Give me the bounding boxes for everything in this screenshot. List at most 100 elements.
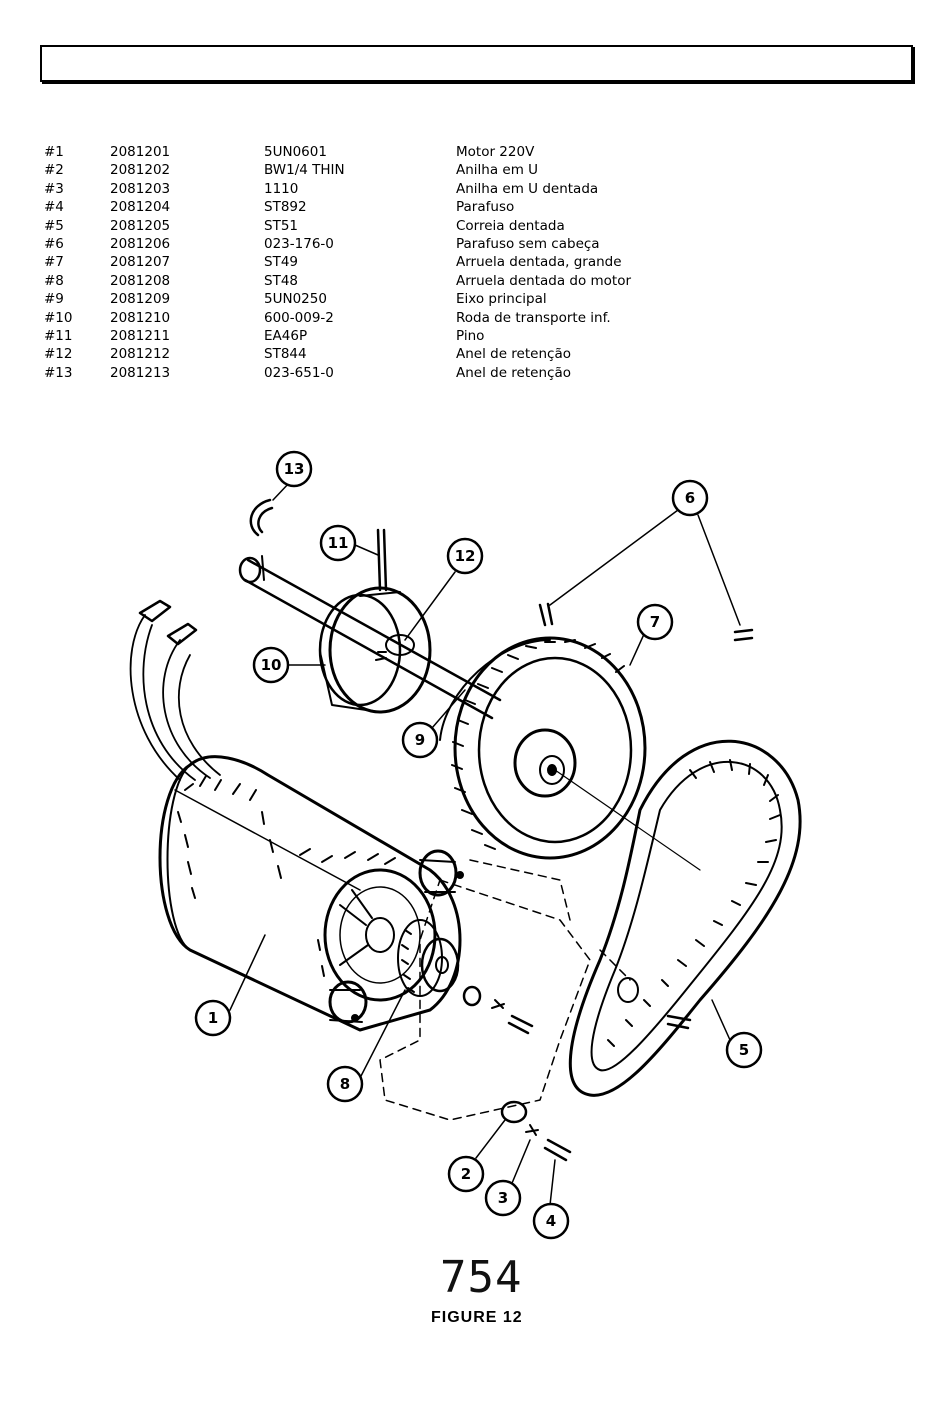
callout-10: 10 (252, 646, 290, 684)
part-number: #2 (44, 162, 64, 179)
callout-label: 5 (739, 1041, 749, 1059)
part-description: Correia dentada (456, 217, 565, 234)
part-code: 2081212 (110, 346, 171, 363)
part-code: 2081211 (110, 327, 171, 344)
parts-row: #12 2081212 ST844 Anel de retenção (44, 345, 664, 363)
parts-row: #7 2081207 ST49 Arruela dentada, grande (44, 253, 664, 271)
callout-circle (252, 646, 290, 684)
callout-13: 13 (275, 450, 313, 488)
callout-label: 3 (498, 1189, 508, 1207)
large-gear (439, 636, 647, 860)
motor-pulley (397, 919, 460, 997)
part-description: Anel de retenção (456, 346, 571, 363)
part-number: #5 (44, 217, 64, 234)
callout-9: 9 (401, 721, 439, 759)
part-number: #7 (44, 254, 64, 271)
part-number: #3 (44, 180, 64, 197)
header-box (40, 45, 913, 82)
callout-8: 8 (326, 1065, 364, 1103)
callout-6: 6 (671, 479, 709, 517)
motor-bracket (379, 859, 631, 1121)
part-reference: 1110 (264, 180, 299, 197)
callout-circle (447, 1155, 485, 1193)
transport-wheel (318, 586, 432, 714)
parts-row: #11 2081211 EA46P Pino (44, 327, 664, 345)
part-number: #9 (44, 291, 64, 308)
callout-label: 12 (455, 547, 476, 565)
callout-3: 3 (484, 1179, 522, 1217)
retaining-ring (249, 498, 274, 537)
callout-label: 11 (328, 534, 349, 552)
part-description: Arruela dentada, grande (456, 254, 622, 271)
part-description: Arruela dentada do motor (456, 272, 632, 289)
part-number: #6 (44, 235, 64, 252)
callout-circle (194, 999, 232, 1037)
part-code: 2081206 (110, 235, 171, 252)
part-reference: 023-176-0 (264, 235, 334, 252)
callout-circle (636, 603, 674, 641)
part-description: Motor 220V (456, 144, 535, 160)
motor-wires (129, 599, 221, 781)
part-description: Roda de transporte inf. (456, 309, 611, 326)
callout-12: 12 (446, 537, 484, 575)
part-reference: ST48 (264, 272, 298, 289)
part-description: Parafuso sem cabeça (456, 235, 600, 252)
part-description: Anel de retenção (456, 364, 571, 381)
part-code: 2081207 (110, 254, 171, 271)
part-reference: ST49 (264, 254, 298, 271)
parts-row: #6 2081206 023-176-0 Parafuso sem cabeça (44, 235, 664, 253)
callout-label: 10 (261, 656, 282, 674)
part-number: #10 (44, 309, 73, 326)
part-code: 2081213 (110, 364, 171, 381)
part-number: #13 (44, 364, 73, 381)
part-description: Eixo principal (456, 291, 547, 308)
callout-label: 9 (415, 731, 425, 749)
part-reference: ST892 (264, 199, 307, 216)
callout-label: 8 (340, 1075, 350, 1093)
callout-label: 13 (284, 460, 305, 478)
part-description: Anilha em U (456, 162, 539, 179)
figure-caption: FIGURE 12 (431, 1309, 523, 1326)
part-number: #12 (44, 346, 73, 363)
part-description: Anilha em U dentada (456, 180, 599, 197)
part-code: 2081204 (110, 199, 171, 216)
part-description: Pino (456, 327, 485, 344)
callout-5: 5 (725, 1031, 763, 1069)
part-reference: 5UN0601 (264, 144, 327, 160)
callout-label: 2 (461, 1165, 471, 1183)
callout-label: 1 (208, 1009, 218, 1027)
callout-1: 1 (194, 999, 232, 1037)
callout-circle (401, 721, 439, 759)
set-screws (538, 602, 754, 642)
part-reference: BW1/4 THIN (264, 162, 345, 179)
callout-circle (484, 1179, 522, 1217)
part-reference: EA46P (264, 327, 308, 344)
callout-circle (532, 1202, 570, 1240)
callout-circle (275, 450, 313, 488)
part-number: #11 (44, 327, 73, 344)
washer (500, 1100, 528, 1124)
parts-row: #13 2081213 023-651-0 Anel de retenção (44, 364, 664, 382)
part-reference: ST844 (264, 346, 307, 363)
timing-belt (568, 739, 802, 1097)
callout-circle (319, 524, 357, 562)
part-code: 2081208 (110, 272, 171, 289)
screw (543, 1138, 572, 1162)
callout-2: 2 (447, 1155, 485, 1193)
part-reference: 023-651-0 (264, 364, 334, 381)
motor (158, 755, 464, 1032)
main-shaft (238, 555, 502, 720)
belt-washer (617, 977, 639, 1003)
callout-circle (725, 1031, 763, 1069)
callout-7: 7 (636, 603, 674, 641)
callout-circle (326, 1065, 364, 1103)
belt-screw (666, 1014, 692, 1030)
